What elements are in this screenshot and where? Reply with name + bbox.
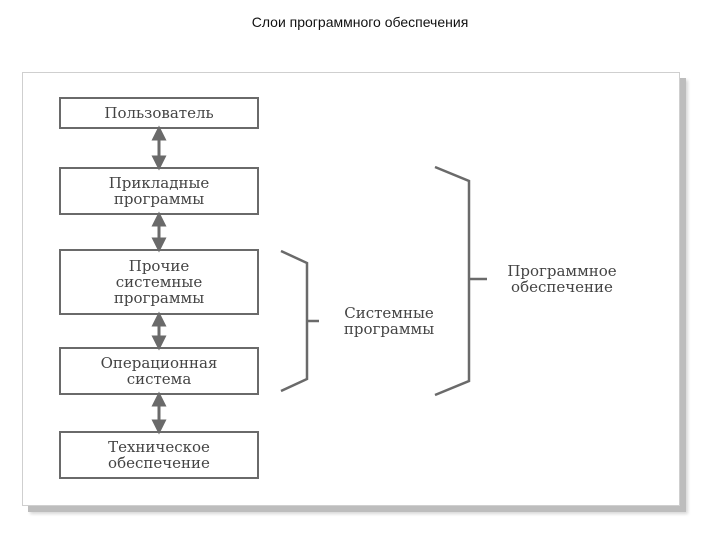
brace-software [434,165,471,397]
layer-label-user: Пользователь [104,104,214,122]
layer-box-hardware: Техническое обеспечение [59,431,259,479]
brace-system-programs [280,249,309,393]
layer-diagram: Пользователь Прикладные программы Прочие… [22,72,680,506]
layer-label-hardware: Техническое обеспечение [108,438,210,472]
layer-label-os: Операционная система [100,354,218,388]
layer-label-other-system: Прочие системные программы [113,257,205,307]
page-title: Слои программного обеспечения [251,14,469,30]
layer-label-applications: Прикладные программы [108,174,210,208]
group-label-software: Программное обеспечение [507,262,617,296]
group-label-system-programs: Системные программы [343,304,435,338]
layer-box-user: Пользователь [59,97,259,129]
connectors [151,125,487,435]
